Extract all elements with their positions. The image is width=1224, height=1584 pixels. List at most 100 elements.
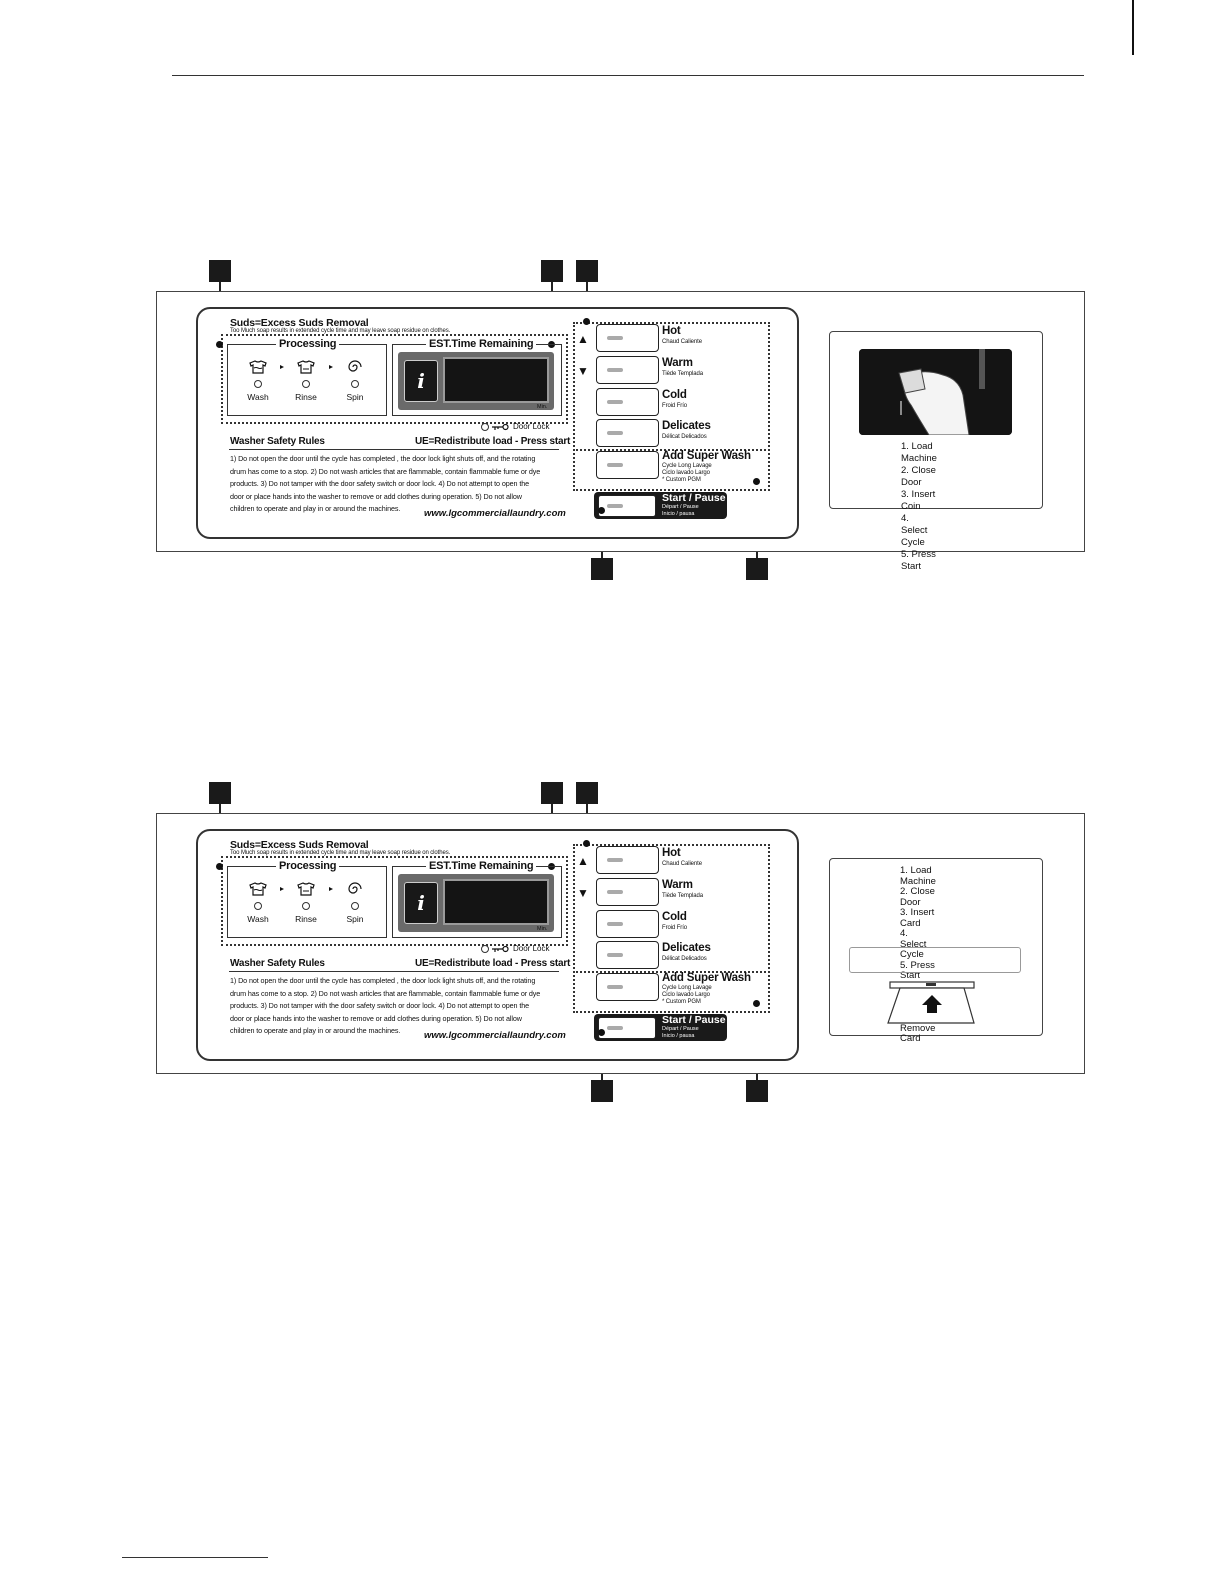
door-lock-led	[481, 423, 489, 431]
rules-line: products. 3) Do not tamper with the door…	[230, 479, 530, 489]
shirt-icon	[297, 360, 315, 374]
cold-option[interactable]: Cold Froid Frío	[596, 910, 766, 938]
delicates-label: Delicates	[662, 420, 711, 432]
hot-option[interactable]: Hot Chaud Caliente	[596, 324, 766, 352]
control-panel-diagram: Suds=Excess Suds Removal Too Much soap r…	[0, 782, 1224, 1102]
callout-dot	[583, 840, 590, 847]
rules-line: children to operate and play in or aroun…	[230, 1026, 401, 1036]
arrow-right-icon	[280, 887, 284, 891]
spin-label: Spin	[346, 392, 364, 402]
info-icon: i	[404, 882, 438, 924]
ue-label: UE=Redistribute load - Press start	[415, 436, 571, 447]
rinse-stage: Rinse	[288, 360, 324, 402]
arrow-right-icon	[329, 365, 333, 369]
super-wash-option[interactable]: Add Super Wash Cycle Long Lavage Ciclo l…	[596, 972, 766, 1007]
instruction-step: 5. Press Start	[900, 959, 935, 981]
option-led	[607, 463, 623, 467]
warm-button[interactable]	[596, 356, 659, 384]
super-wash-label: Add Super Wash	[662, 972, 751, 984]
arrow-down-icon[interactable]: ▼	[577, 364, 589, 378]
delicates-label: Delicates	[662, 942, 711, 954]
option-led	[607, 890, 623, 894]
key-icon	[492, 423, 509, 431]
hot-button[interactable]	[596, 324, 659, 352]
spin-label: Spin	[346, 914, 364, 924]
custom-pgm-label: * Custom PGM	[662, 477, 701, 483]
super-wash-button[interactable]	[596, 973, 659, 1001]
start-pause-button[interactable]	[598, 495, 656, 517]
instruction-step: 5. Press Start	[901, 549, 936, 572]
warm-option[interactable]: Warm Tiède Templada	[596, 356, 766, 384]
start-led	[607, 504, 623, 508]
callout-dot	[216, 341, 223, 348]
arrow-right-icon	[329, 887, 333, 891]
arrow-up-icon[interactable]: ▲	[577, 854, 589, 868]
start-pause-button[interactable]	[598, 1017, 656, 1039]
rules-line: door or place hands into the washer to r…	[230, 1013, 522, 1023]
warm-option[interactable]: Warm Tiède Templada	[596, 878, 766, 906]
arrow-down-icon[interactable]: ▼	[577, 886, 589, 900]
rinse-stage: Rinse	[288, 882, 324, 924]
callout-marker	[209, 782, 231, 804]
start-pause-sublabel: Départ / Pause	[662, 1026, 699, 1032]
wash-label: Wash	[247, 914, 269, 924]
arrow-right-icon	[280, 365, 284, 369]
status-led	[254, 902, 262, 910]
super-wash-sublabel: Ciclo lavado Largo	[662, 470, 710, 476]
suds-note: Too Much soap results in extended cycle …	[230, 328, 451, 334]
delicates-option[interactable]: Delicates Délicat Delicados	[596, 419, 766, 447]
website-url: www.lgcommerciallaundry.com	[424, 1030, 566, 1041]
hot-sublabel: Chaud Caliente	[662, 339, 702, 345]
cold-label: Cold	[662, 389, 687, 401]
super-wash-sublabel: Cycle Long Lavage	[662, 985, 712, 991]
warm-button[interactable]	[596, 878, 659, 906]
option-led	[607, 400, 623, 404]
delicates-button[interactable]	[596, 941, 659, 969]
instruction-step: 3. Insert Card	[900, 907, 935, 929]
hot-button[interactable]	[596, 846, 659, 874]
callout-marker	[591, 558, 613, 580]
control-panel-diagram: Suds=Excess Suds Removal Too Much soap r…	[0, 260, 1224, 580]
header-rule	[172, 75, 1084, 76]
option-led	[607, 953, 623, 957]
super-wash-button[interactable]	[596, 451, 659, 479]
callout-dot	[598, 507, 605, 514]
callout-marker	[591, 1080, 613, 1102]
super-wash-option[interactable]: Add Super Wash Cycle Long Lavage Ciclo l…	[596, 450, 766, 485]
instruction-step: 1. Load Machine	[901, 441, 937, 464]
warm-label: Warm	[662, 357, 693, 369]
warm-sublabel: Tiède Templada	[662, 371, 703, 377]
callout-marker	[576, 782, 598, 804]
wash-label: Wash	[247, 392, 269, 402]
instruction-step: 2. Close Door	[901, 465, 936, 488]
cold-sublabel: Froid Frío	[662, 403, 688, 409]
shirt-icon	[249, 360, 267, 374]
warm-sublabel: Tiède Templada	[662, 893, 703, 899]
door-lock-label: Door Lock	[513, 422, 550, 431]
cold-option[interactable]: Cold Froid Frío	[596, 388, 766, 416]
start-pause-sublabel: Départ / Pause	[662, 504, 699, 510]
coin-insert-photo	[859, 349, 1012, 435]
status-led	[302, 902, 310, 910]
delicates-button[interactable]	[596, 419, 659, 447]
wash-stage: Wash	[240, 360, 276, 402]
delicates-option[interactable]: Delicates Délicat Delicados	[596, 941, 766, 969]
callout-dot	[216, 863, 223, 870]
hot-option[interactable]: Hot Chaud Caliente	[596, 846, 766, 874]
shirt-icon	[249, 882, 267, 896]
status-led	[351, 380, 359, 388]
super-wash-label: Add Super Wash	[662, 450, 751, 462]
warm-label: Warm	[662, 879, 693, 891]
cold-button[interactable]	[596, 388, 659, 416]
rules-underline	[229, 449, 559, 450]
arrow-up-icon[interactable]: ▲	[577, 332, 589, 346]
wash-stage: Wash	[240, 882, 276, 924]
start-led	[607, 1026, 623, 1030]
info-icon: i	[404, 360, 438, 402]
option-led	[607, 858, 623, 862]
custom-pgm-label: * Custom PGM	[662, 999, 701, 1005]
time-display	[443, 879, 549, 925]
super-wash-box	[573, 971, 770, 1013]
cold-button[interactable]	[596, 910, 659, 938]
